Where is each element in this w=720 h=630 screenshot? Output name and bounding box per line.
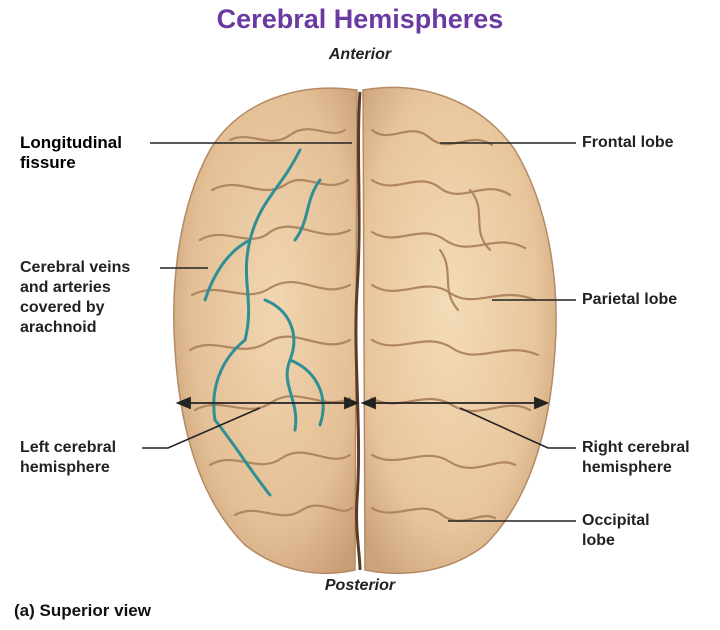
longitudinal-fissure-label: Longitudinal fissure (20, 133, 122, 172)
longitudinal-fissure (354, 91, 362, 571)
leader-right-hemisphere (459, 407, 576, 449)
posterior-label: Posterior (324, 577, 396, 594)
anterior-label: Anterior (328, 46, 392, 63)
cerebral-veins (203, 148, 325, 497)
leader-left-hemisphere (142, 407, 261, 449)
right-cerebral-hemisphere (362, 86, 557, 575)
hemisphere-width-arrows (175, 396, 550, 410)
left-hemisphere-label: Left cerebral hemisphere (20, 439, 117, 476)
left-sulci (188, 128, 354, 517)
occipital-lobe-label: Occipital lobe (582, 512, 650, 549)
left-cerebral-hemisphere (173, 87, 358, 575)
right-sulci (370, 128, 540, 522)
right-hemisphere-label: Right cerebral hemisphere (582, 439, 690, 476)
parietal-lobe-label: Parietal lobe (582, 291, 678, 308)
figure-caption: (a) Superior view (14, 601, 151, 620)
leader-lines (142, 142, 576, 522)
frontal-lobe-label: Frontal lobe (582, 134, 674, 151)
diagram-title: Cerebral Hemispheres (216, 4, 504, 34)
cerebral-veins-label: Cerebral veins and arteries covered by a… (20, 259, 131, 336)
